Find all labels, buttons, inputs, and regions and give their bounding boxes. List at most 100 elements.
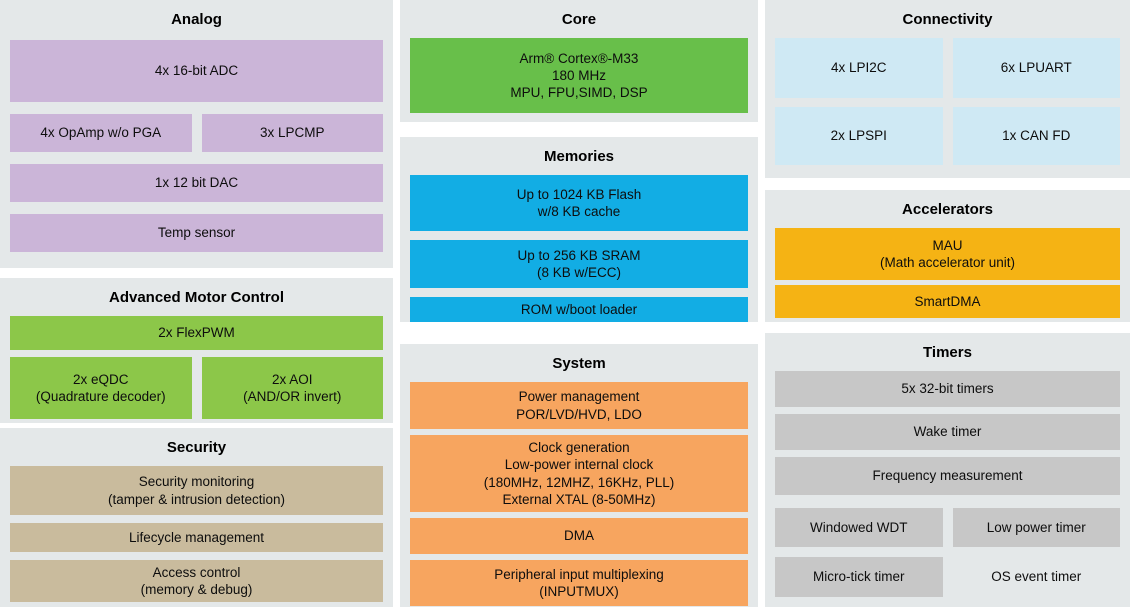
block-wake-timer-label: Wake timer: [913, 424, 982, 440]
block-lpuart-label: 6x LPUART: [1000, 60, 1072, 76]
block-windowed-wdt: Windowed WDT: [775, 508, 943, 547]
panel-analog-title: Analog: [171, 11, 222, 28]
block-inputmux-sublabel: (INPUTMUX): [539, 584, 619, 599]
panel-system-blocks: Power management POR/LVD/HVD, LDO Clock …: [410, 382, 748, 606]
block-lpspi-label: 2x LPSPI: [830, 128, 887, 144]
block-sram-label: Up to 256 KB SRAM: [517, 247, 641, 263]
block-security-monitoring-sublabel: (tamper & intrusion detection): [107, 491, 286, 507]
panel-accelerators: Accelerators MAU (Math accelerator unit)…: [765, 190, 1130, 322]
block-os-event-timer-label: OS event timer: [991, 569, 1082, 585]
panel-memories-blocks: Up to 1024 KB Flash w/8 KB cache Up to 2…: [410, 175, 748, 322]
block-eqdc-label: 2x eQDC: [72, 371, 129, 387]
block-row-opamp-lpcmp: 4x OpAmp w/o PGA 3x LPCMP: [10, 114, 383, 152]
block-access-control: Access control (memory & debug): [10, 560, 383, 602]
panel-core: Core Arm® Cortex®-M33 180 MHz MPU, FPU,S…: [400, 0, 758, 122]
block-micro-tick-timer-label: Micro-tick timer: [813, 569, 905, 585]
block-cortex-m33-frequency: 180 MHz: [551, 67, 607, 83]
panel-timers: Timers 5x 32-bit timers Wake timer Frequ…: [765, 333, 1130, 607]
panel-connectivity: Connectivity 4x LPI2C 6x LPUART 2x LPSPI: [765, 0, 1130, 178]
block-security-monitoring-label: Security monitoring: [138, 474, 255, 490]
block-32bit-timers-label: 5x 32-bit timers: [901, 381, 994, 397]
block-lifecycle-management-label: Lifecycle management: [128, 529, 265, 545]
block-lpi2c: 4x LPI2C: [775, 38, 943, 98]
panel-core-blocks: Arm® Cortex®-M33 180 MHz MPU, FPU,SIMD, …: [410, 38, 748, 113]
block-flash-label: Up to 1024 KB Flash: [516, 186, 642, 202]
panel-connectivity-blocks: 4x LPI2C 6x LPUART 2x LPSPI 1x CAN FD: [775, 38, 1120, 165]
block-rom: ROM w/boot loader: [410, 297, 748, 322]
column-center: Core Arm® Cortex®-M33 180 MHz MPU, FPU,S…: [400, 0, 758, 607]
block-flexpwm: 2x FlexPWM: [10, 316, 383, 350]
block-aoi: 2x AOI (AND/OR invert): [201, 357, 383, 419]
panel-advanced-motor-control-blocks: 2x FlexPWM 2x eQDC (Quadrature decoder) …: [10, 316, 383, 419]
block-access-control-sublabel: (memory & debug): [140, 582, 253, 597]
block-canfd-label: 1x CAN FD: [1002, 128, 1071, 144]
block-inputmux: Peripheral input multiplexing (INPUTMUX): [410, 560, 748, 606]
block-flash: Up to 1024 KB Flash w/8 KB cache: [410, 175, 748, 231]
block-flash-sublabel: w/8 KB cache: [537, 204, 621, 219]
block-rom-label: ROM w/boot loader: [520, 301, 638, 317]
block-flexpwm-label: 2x FlexPWM: [158, 325, 235, 341]
block-dma-label: DMA: [564, 528, 594, 544]
block-32bit-timers: 5x 32-bit timers: [775, 371, 1120, 407]
block-row-lpi2c-lpuart: 4x LPI2C 6x LPUART: [775, 38, 1120, 98]
block-canfd: 1x CAN FD: [952, 107, 1120, 165]
block-smartdma: SmartDMA: [775, 285, 1120, 318]
block-adc: 4x 16-bit ADC: [10, 40, 383, 102]
column-right: Connectivity 4x LPI2C 6x LPUART 2x LPSPI: [765, 0, 1130, 607]
block-row-wdt-lptimer: Windowed WDT Low power timer: [775, 508, 1120, 547]
block-temp-sensor: Temp sensor: [10, 214, 383, 252]
block-cortex-m33-name: Arm® Cortex®-M33: [519, 50, 639, 66]
panel-memories-title: Memories: [543, 148, 615, 165]
block-lifecycle-management: Lifecycle management: [10, 523, 383, 552]
block-mau-sublabel: (Math accelerator unit): [879, 255, 1016, 270]
block-low-power-timer-label: Low power timer: [986, 519, 1086, 535]
block-windowed-wdt-label: Windowed WDT: [809, 519, 908, 535]
block-dac-label: 1x 12 bit DAC: [154, 175, 239, 191]
block-power-management-label: Power management: [518, 389, 640, 405]
block-row-eqdc-aoi: 2x eQDC (Quadrature decoder) 2x AOI (AND…: [10, 357, 383, 419]
block-lpi2c-label: 4x LPI2C: [830, 60, 887, 76]
column-left: Analog 4x 16-bit ADC 4x OpAmp w/o PGA 3x…: [0, 0, 393, 607]
block-cortex-m33-features: MPU, FPU,SIMD, DSP: [510, 85, 648, 101]
block-lpcmp-label: 3x LPCMP: [259, 125, 325, 141]
panel-timers-blocks: 5x 32-bit timers Wake timer Frequency me…: [775, 371, 1120, 597]
panel-system-title: System: [552, 355, 606, 372]
block-mau: MAU (Math accelerator unit): [775, 228, 1120, 280]
block-sram: Up to 256 KB SRAM (8 KB w/ECC): [410, 240, 748, 288]
block-frequency-measurement: Frequency measurement: [775, 457, 1120, 495]
block-mau-label: MAU: [932, 237, 963, 253]
panel-accelerators-blocks: MAU (Math accelerator unit) SmartDMA: [775, 228, 1120, 318]
block-aoi-sublabel: (AND/OR invert): [243, 389, 342, 404]
block-lpcmp: 3x LPCMP: [201, 114, 383, 152]
block-opamp-label: 4x OpAmp w/o PGA: [40, 125, 162, 141]
panel-timers-title: Timers: [923, 344, 972, 361]
block-aoi-label: 2x AOI: [271, 371, 313, 387]
block-lpuart: 6x LPUART: [952, 38, 1120, 98]
panel-advanced-motor-control-title: Advanced Motor Control: [109, 289, 284, 306]
block-power-management-sublabel: POR/LVD/HVD, LDO: [516, 406, 642, 422]
block-adc-label: 4x 16-bit ADC: [154, 63, 239, 79]
block-eqdc: 2x eQDC (Quadrature decoder): [10, 357, 192, 419]
panel-security-title: Security: [166, 439, 227, 456]
block-sram-sublabel: (8 KB w/ECC): [536, 265, 621, 280]
block-clock-generation-label: Clock generation: [528, 439, 630, 455]
panel-core-title: Core: [561, 11, 597, 28]
block-inputmux-label: Peripheral input multiplexing: [494, 566, 664, 582]
block-row-microtick-osevent: Micro-tick timer OS event timer: [775, 557, 1120, 597]
block-wake-timer: Wake timer: [775, 414, 1120, 450]
block-clock-generation-line2: Low-power internal clock: [504, 457, 654, 473]
block-dac: 1x 12 bit DAC: [10, 164, 383, 202]
block-clock-generation-line3: (180MHz, 12MHZ, 16KHz, PLL): [483, 474, 675, 490]
block-cortex-m33: Arm® Cortex®-M33 180 MHz MPU, FPU,SIMD, …: [410, 38, 748, 113]
block-clock-generation-line4: External XTAL (8-50MHz): [502, 491, 656, 507]
panel-security: Security Security monitoring (tamper & i…: [0, 428, 393, 607]
panel-memories: Memories Up to 1024 KB Flash w/8 KB cach…: [400, 137, 758, 322]
block-temp-sensor-label: Temp sensor: [157, 225, 236, 241]
panel-analog-blocks: 4x 16-bit ADC 4x OpAmp w/o PGA 3x LPCMP …: [10, 40, 383, 252]
block-security-monitoring: Security monitoring (tamper & intrusion …: [10, 466, 383, 515]
panel-analog: Analog 4x 16-bit ADC 4x OpAmp w/o PGA 3x…: [0, 0, 393, 268]
panel-advanced-motor-control: Advanced Motor Control 2x FlexPWM 2x eQD…: [0, 278, 393, 423]
block-os-event-timer: OS event timer: [953, 557, 1121, 597]
block-low-power-timer: Low power timer: [952, 508, 1120, 547]
